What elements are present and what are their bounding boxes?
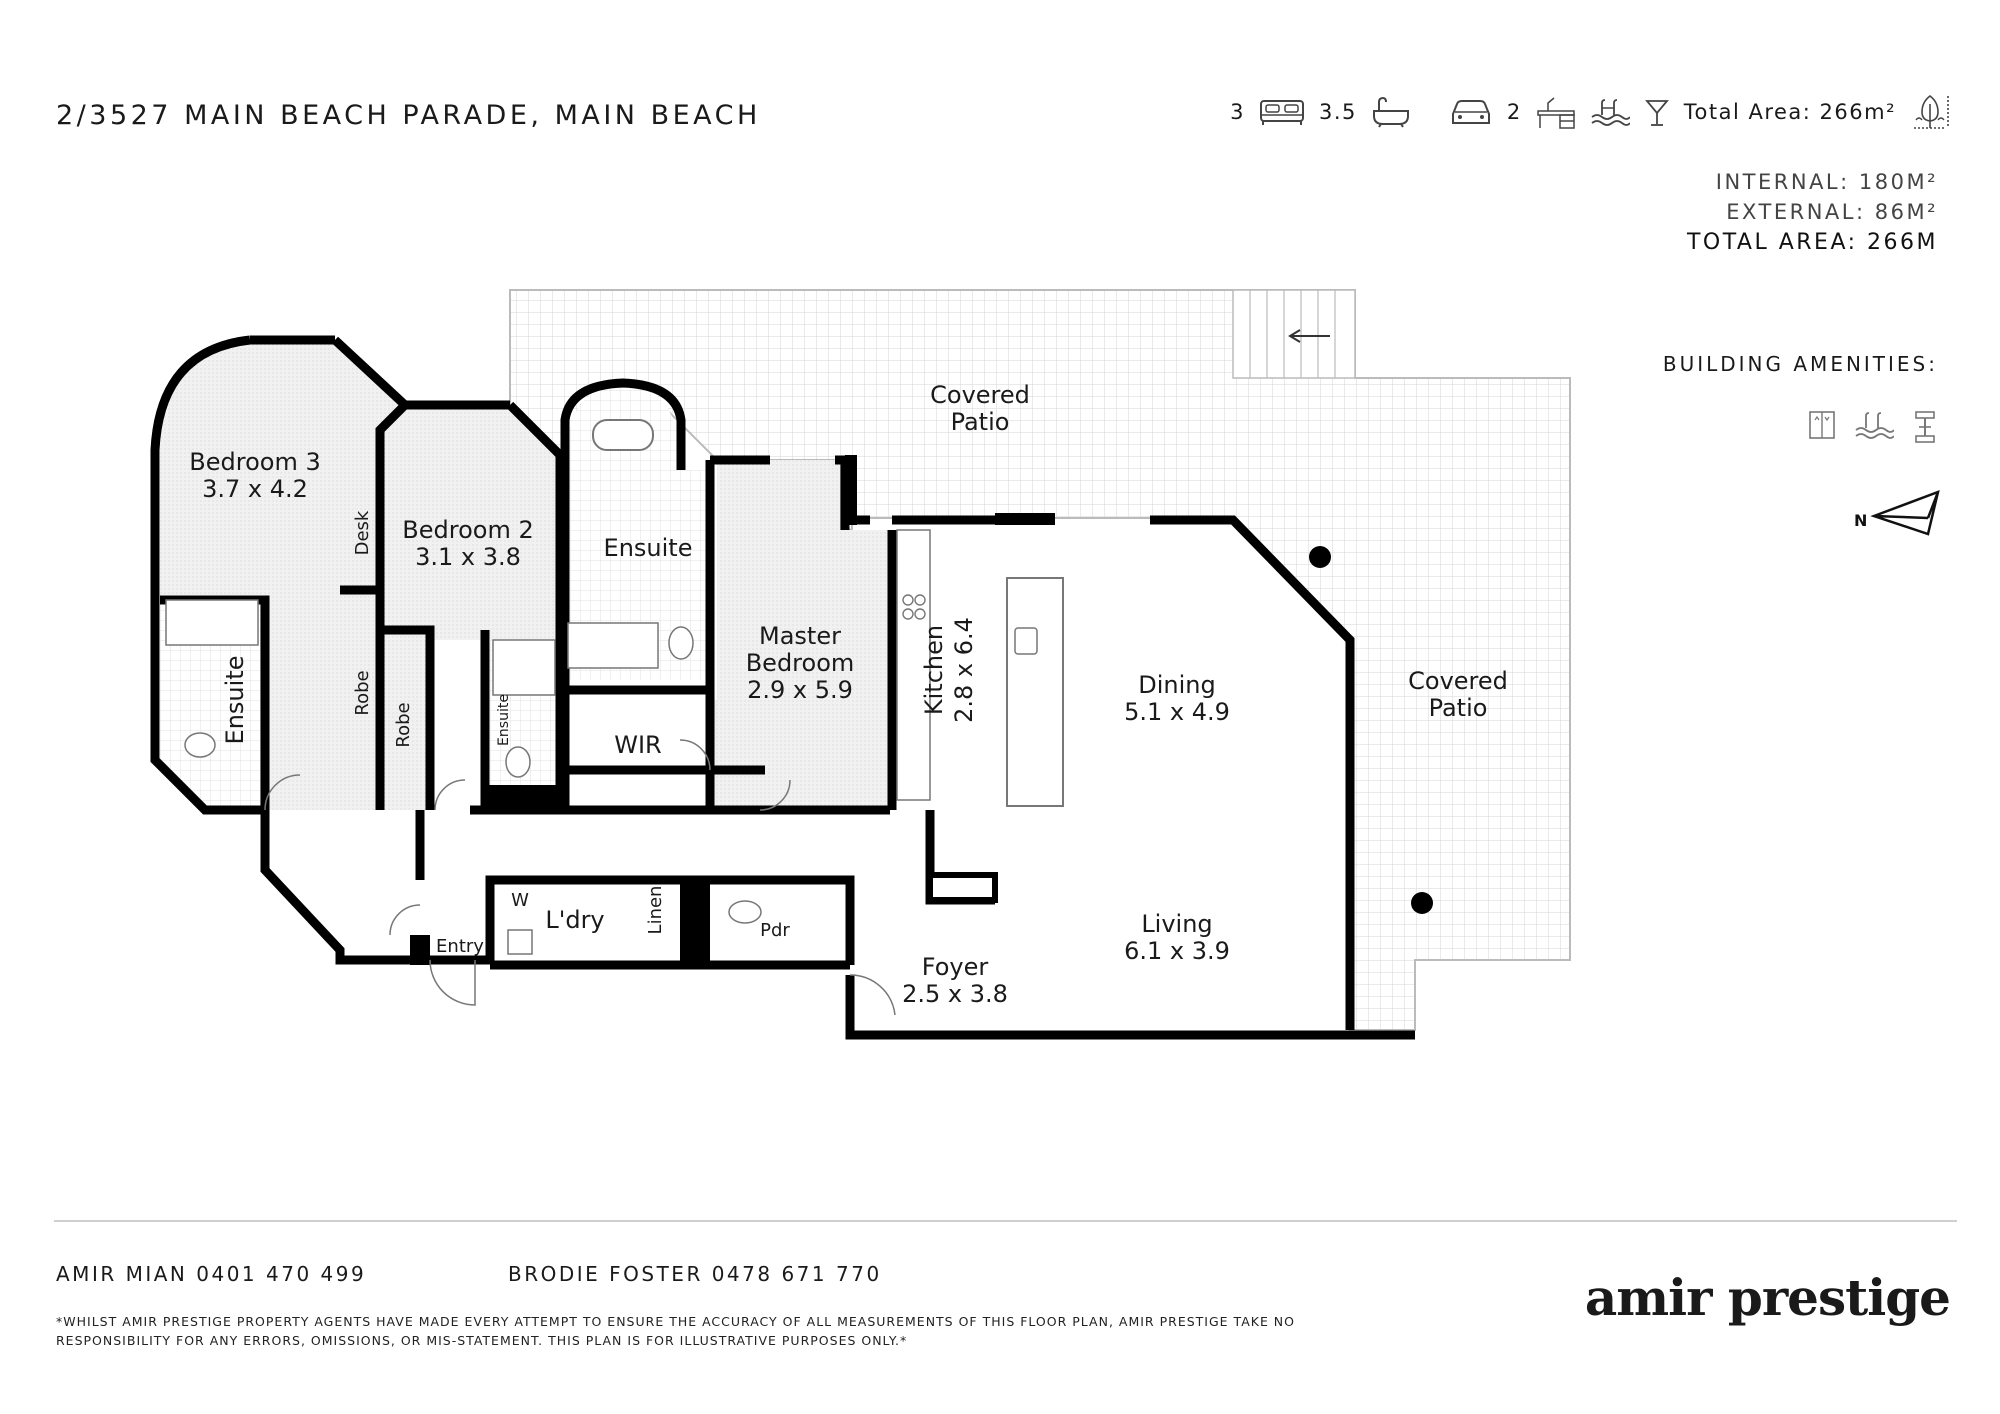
stair-treads	[1249, 290, 1336, 378]
north-arrow: N	[1854, 490, 1940, 536]
label-master-3: 2.9 x 5.9	[747, 676, 853, 704]
tree-icon	[1914, 94, 1949, 129]
pool-icon	[1591, 99, 1630, 126]
agent-contact-1: AMIR MIAN 0401 470 499	[56, 1262, 367, 1286]
label-bedroom3-size: 3.7 x 4.2	[202, 475, 308, 503]
label-bedroom2-name: Bedroom 2	[402, 516, 533, 544]
brand-logo: amir prestige	[1584, 1268, 1951, 1327]
label-kitchen-size: 2.8 x 6.4	[950, 617, 978, 723]
label-ensuite-bed2: Ensuite	[496, 694, 512, 746]
toilet-main	[668, 626, 694, 660]
lift-icon	[1809, 411, 1835, 439]
label-powder: Pdr	[760, 920, 790, 941]
ensuite-main-floor	[565, 385, 710, 680]
label-covered-patio-right-2: Patio	[1429, 694, 1488, 722]
total-area-label: Total Area: 266m²	[1683, 100, 1896, 124]
laundry-tub	[507, 929, 533, 955]
ensuite-bed3-floor	[160, 595, 265, 810]
label-living-name: Living	[1141, 910, 1212, 938]
kitchen-sink	[1014, 627, 1038, 655]
patio-pillar-1	[1309, 546, 1331, 568]
shower-bed3	[165, 599, 259, 646]
kitchen-island	[1006, 577, 1064, 807]
property-address: 2/3527 MAIN BEACH PARADE, MAIN BEACH	[56, 100, 761, 131]
building-amenities-icons	[1808, 410, 1938, 444]
internal-area: INTERNAL: 180M²	[1715, 170, 1938, 194]
cooktop	[902, 594, 926, 620]
agent-contact-2: BRODIE FOSTER 0478 671 770	[508, 1262, 882, 1286]
label-laundry: L'dry	[545, 906, 604, 934]
footer-divider	[54, 1220, 1957, 1222]
label-covered-patio-top-1: Covered	[930, 381, 1030, 409]
label-master-2: Bedroom	[746, 649, 855, 677]
label-master-1: Master	[759, 622, 841, 650]
study-desk-icon	[1536, 97, 1575, 129]
stair-arrow	[1288, 329, 1330, 343]
label-entry: Entry	[436, 936, 484, 957]
bathtub	[592, 419, 654, 451]
shower-main	[567, 622, 659, 669]
label-ensuite-main: Ensuite	[604, 534, 693, 562]
cocktail-icon	[1644, 100, 1669, 126]
bed-icon	[1259, 100, 1304, 125]
label-robe-2: Robe	[393, 702, 414, 747]
toilet-bed2	[505, 746, 531, 778]
fridge-nook	[927, 872, 998, 903]
label-w: W	[511, 890, 529, 911]
master-floor	[710, 460, 890, 810]
bedroom3-floor	[160, 340, 405, 810]
walls	[150, 335, 1415, 1040]
north-letter: N	[1854, 511, 1867, 530]
label-desk: Desk	[352, 510, 373, 555]
toilet-bed3	[184, 732, 216, 758]
patio-pillar-2	[1411, 892, 1433, 914]
label-dining-name: Dining	[1138, 671, 1215, 699]
label-living-size: 6.1 x 3.9	[1124, 937, 1230, 965]
label-robe-1: Robe	[352, 670, 373, 715]
label-foyer-name: Foyer	[922, 953, 989, 981]
kitchen-bench	[896, 529, 931, 801]
label-linen: Linen	[645, 886, 666, 935]
car-icon	[1451, 100, 1490, 124]
car-spaces-count: 2	[1506, 100, 1522, 124]
door-swings	[264, 739, 896, 1016]
external-area: EXTERNAL: 86M²	[1726, 200, 1938, 224]
label-foyer-size: 2.5 x 3.8	[902, 980, 1008, 1008]
shower-bed2	[492, 639, 556, 696]
label-wir: WIR	[614, 731, 661, 759]
label-covered-patio-right-1: Covered	[1408, 667, 1508, 695]
property-stats: 3 3.5 2 Total Area: 266m²	[1230, 92, 1950, 132]
disclaimer-text: *WHILST AMIR PRESTIGE PROPERTY AGENTS HA…	[56, 1314, 1295, 1348]
gym-icon	[1915, 411, 1935, 443]
label-dining-size: 5.1 x 4.9	[1124, 698, 1230, 726]
building-amenities-title: BUILDING AMENITIES:	[1662, 352, 1938, 376]
total-area: TOTAL AREA: 266M	[1686, 230, 1938, 255]
label-ensuite-bed3: Ensuite	[221, 656, 249, 745]
pool-icon	[1855, 412, 1894, 439]
toilet-powder	[728, 900, 762, 924]
bedrooms-count: 3	[1230, 100, 1245, 124]
bath-icon	[1372, 96, 1409, 128]
bathrooms-count: 3.5	[1318, 100, 1357, 124]
label-kitchen-name: Kitchen	[920, 625, 948, 715]
label-bedroom3-name: Bedroom 3	[189, 448, 320, 476]
label-covered-patio-top-2: Patio	[951, 408, 1010, 436]
label-bedroom2-size: 3.1 x 3.8	[415, 543, 521, 571]
